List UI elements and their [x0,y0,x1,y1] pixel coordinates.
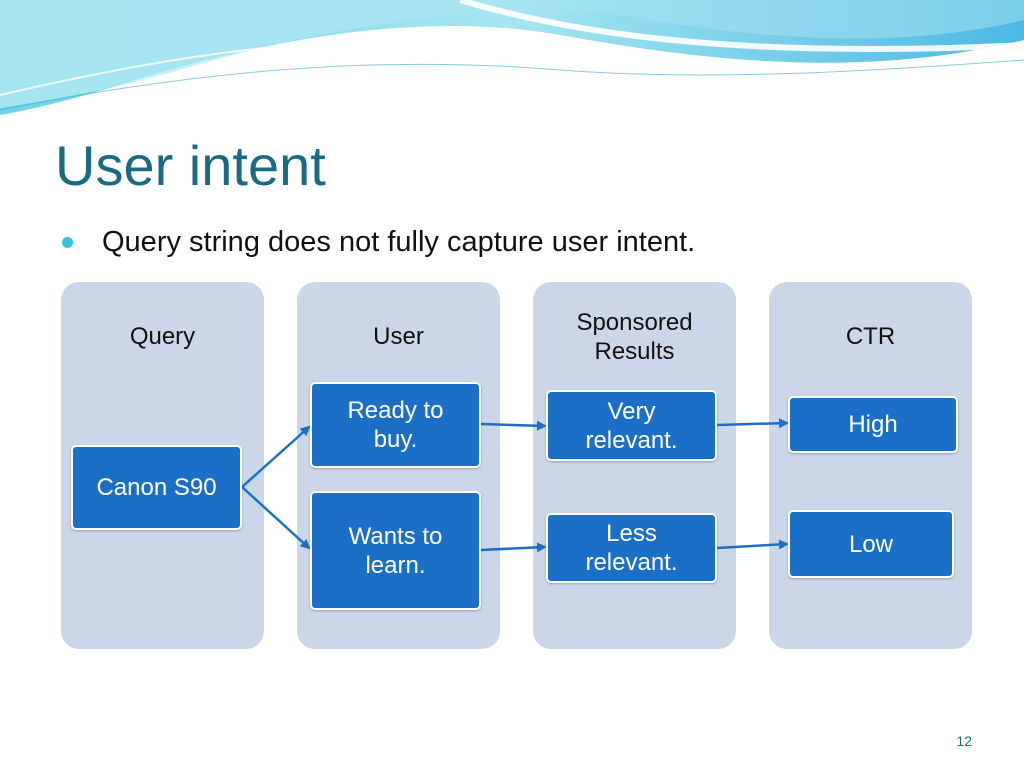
node-high: High [788,396,958,453]
node-less-relevant: Less relevant. [546,513,717,583]
node-low: Low [788,510,954,578]
page-number: 12 [956,733,972,749]
column-header-query: Query [129,323,196,350]
node-ready-to-buy: Ready to buy. [310,382,481,468]
node-canon-s90: Canon S90 [71,445,242,530]
header-wave-decoration [0,0,1024,115]
node-very-relevant: Very relevant. [546,390,717,461]
column-header-sponsored-results: Sponsored Results [576,309,693,365]
column-ctr: CTR [769,282,972,649]
bullet-item: Query string does not fully capture user… [62,226,695,259]
bullet-text: Query string does not fully capture user… [102,226,696,258]
slide-title: User intent [55,134,326,197]
bullet-dot-icon [62,237,73,248]
node-wants-to-learn: Wants to learn. [310,491,481,610]
column-header-user: User [373,323,424,350]
column-header-ctr: CTR [845,323,896,350]
column-sponsored-results: Sponsored Results [533,282,736,649]
